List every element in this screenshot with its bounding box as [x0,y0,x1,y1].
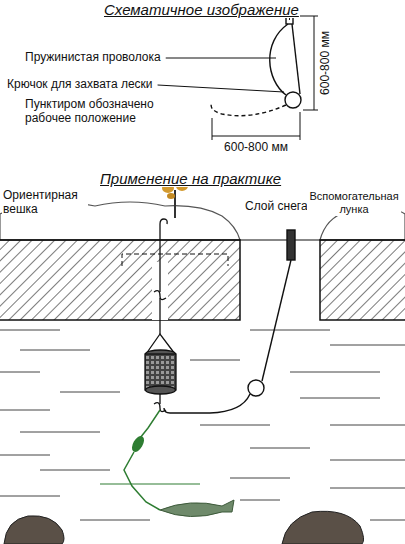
dimension-lines [212,16,318,140]
part-label: Крючок для захвата лески [6,77,154,91]
water-stroke [300,398,380,399]
note: Пунктиром обозначено рабочее положение [24,97,176,125]
heading: Применение на практике [100,170,281,187]
covered-hole [122,254,228,266]
water-stroke [60,392,120,393]
ice-layer [0,240,405,320]
water-stroke [250,448,310,449]
leader-line [166,58,276,59]
water-stroke [20,432,100,433]
spring-schematic [211,5,301,116]
heading: Схематичное изображение [104,1,299,18]
water-stroke [370,520,405,521]
water-stroke [240,500,280,501]
spring-wire [164,230,295,413]
dimension: 600-800 мм [318,30,332,96]
water-stroke [40,470,110,471]
water-stroke [0,410,50,411]
water-stroke [330,425,405,426]
water-stroke [190,360,240,361]
water-stroke [0,496,60,497]
water-stroke [0,372,40,373]
water-stroke [0,330,60,331]
water-stroke [80,520,150,521]
fish [160,500,234,517]
water-stroke [250,330,330,331]
part-label: Вспомогательная лунка [307,190,401,216]
feeder-rig [145,219,176,412]
dimension: 600-800 мм [223,140,289,154]
water-lines [0,330,405,520]
water-stroke [200,425,270,426]
rocks [4,511,364,544]
water-stroke [290,372,380,373]
water-stroke [20,350,90,351]
water-stroke [330,345,405,346]
leash [100,410,200,510]
water-stroke [230,478,290,479]
part-label: Слой снега [244,199,309,213]
water-stroke [330,460,405,461]
water-stroke [0,455,50,456]
part-label: Ориентирная вешка [2,188,88,216]
leader-line [158,85,284,92]
water-stroke [330,488,405,489]
part-label: Пружинистая проволока [24,50,162,64]
